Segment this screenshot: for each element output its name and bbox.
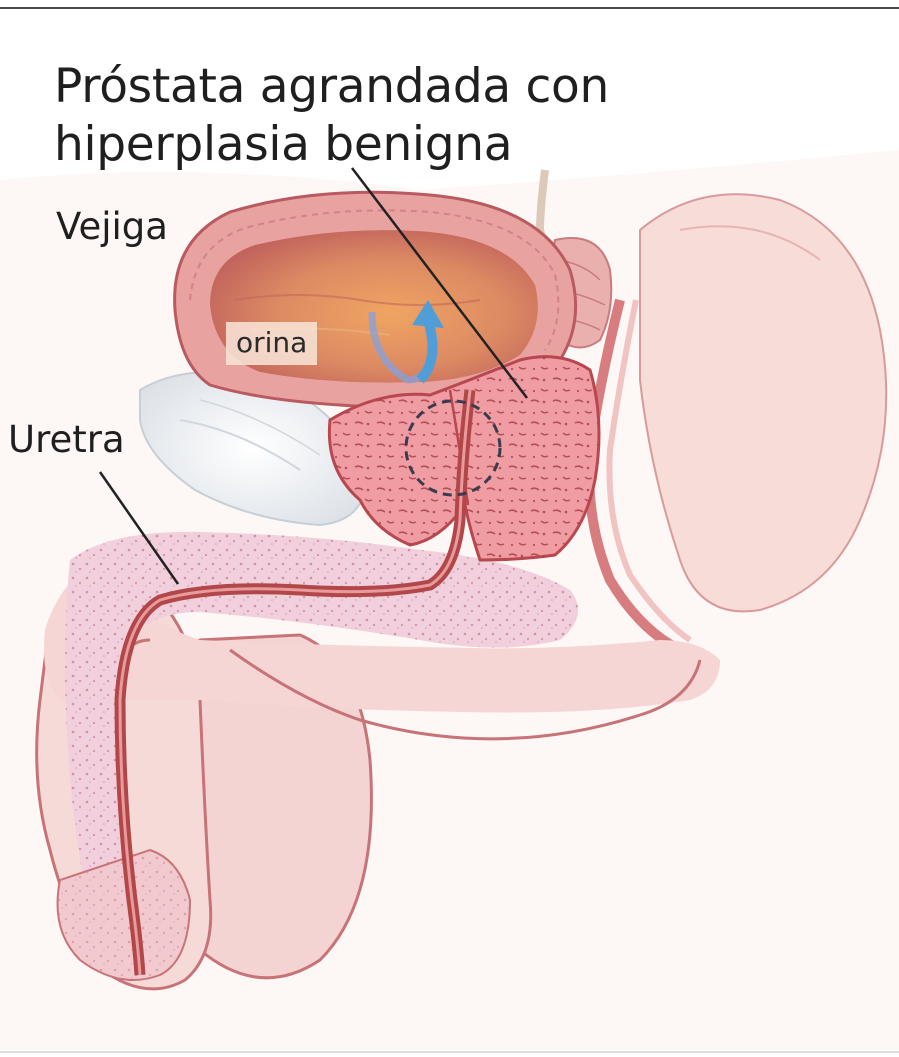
title-line-2: hiperplasia benigna	[54, 116, 609, 174]
diagram-title: Próstata agrandada con hiperplasia benig…	[54, 58, 609, 174]
label-urine: orina	[226, 322, 317, 365]
title-line-1: Próstata agrandada con	[54, 58, 609, 116]
label-bladder: Vejiga	[56, 205, 168, 248]
label-urethra: Uretra	[8, 418, 125, 461]
